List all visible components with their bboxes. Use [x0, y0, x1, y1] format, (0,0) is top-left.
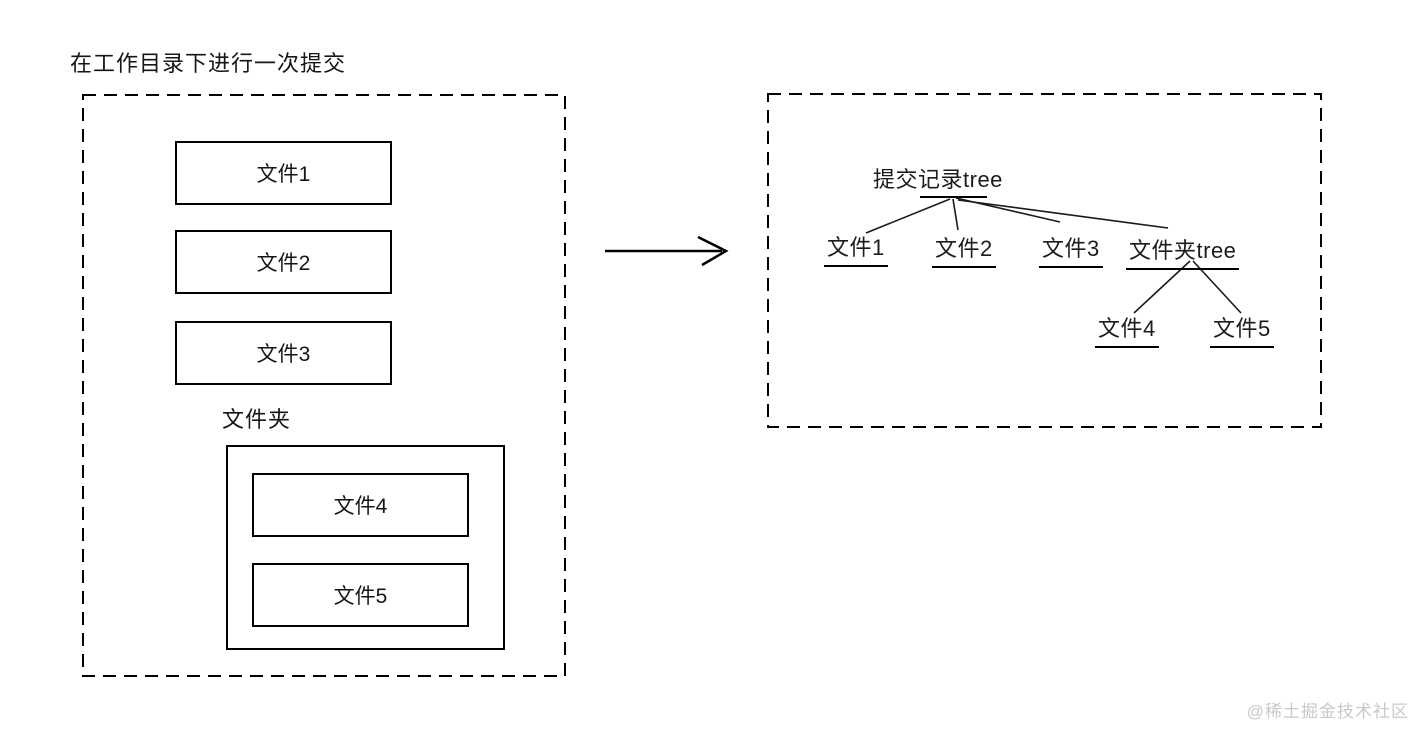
- connector-root-file1: [865, 198, 951, 234]
- tree-node-file3: 文件3: [1039, 231, 1103, 268]
- folder-label: 文件夹: [222, 407, 292, 432]
- file-box-5: 文件5: [252, 563, 469, 627]
- tree-node-file1: 文件1: [824, 230, 888, 267]
- tree-node-file4: 文件4: [1095, 311, 1159, 348]
- tree-node-file2: 文件2: [932, 231, 996, 268]
- tree-root-label: 提交记录tree: [873, 167, 1003, 192]
- arrow-right-icon: [605, 235, 729, 267]
- file-box-1: 文件1: [175, 141, 392, 205]
- watermark-text: @稀土掘金技术社区: [1246, 702, 1409, 721]
- file-box-3: 文件3: [175, 321, 392, 385]
- file-box-2-label: 文件2: [256, 252, 311, 275]
- tree-node-foldertree: 文件夹tree: [1126, 233, 1240, 270]
- tree-node-file5: 文件5: [1210, 311, 1274, 348]
- connector-root-file2: [952, 198, 959, 231]
- file-box-3-label: 文件3: [256, 343, 311, 366]
- folder-box: 文件4 文件5: [226, 445, 505, 650]
- file-box-1-label: 文件1: [256, 163, 311, 186]
- diagram-title: 在工作目录下进行一次提交: [70, 51, 347, 76]
- file-box-2: 文件2: [175, 230, 392, 294]
- connector-root-file3: [955, 197, 1061, 223]
- connector-root-foldertree: [957, 199, 1169, 229]
- file-box-4-label: 文件4: [333, 495, 388, 518]
- file-box-4: 文件4: [252, 473, 469, 537]
- file-box-5-label: 文件5: [333, 585, 388, 608]
